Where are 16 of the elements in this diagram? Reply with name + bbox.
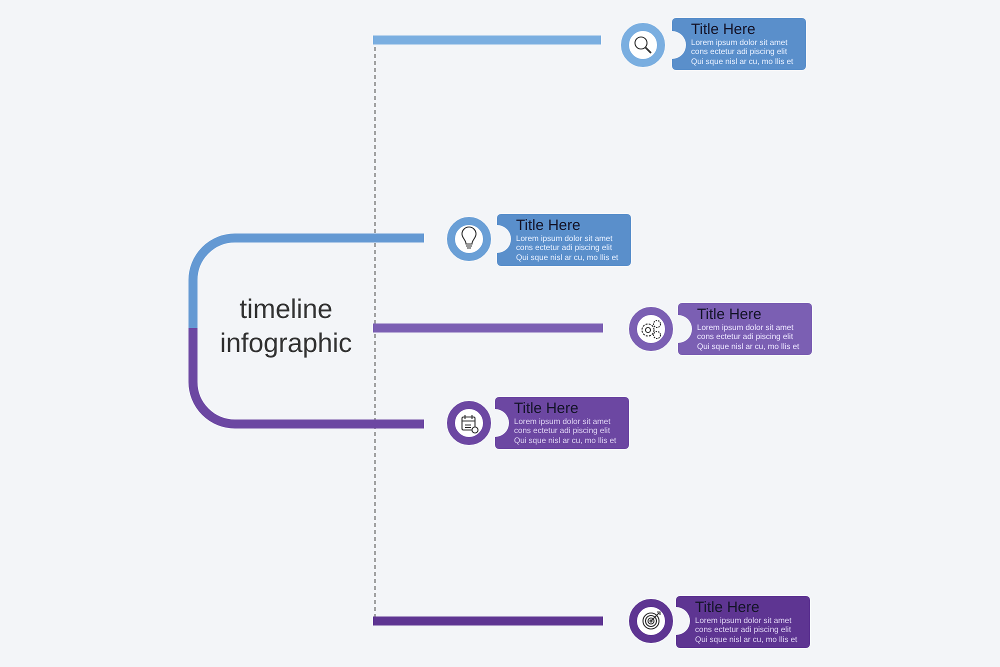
card-title: Title Here [514,400,580,417]
info-card [495,397,629,449]
info-card [497,214,631,266]
card-body-text: Lorem ipsum dolor sit amet cons ectetur adi piscing elit Qui sque nisl ar cu, mo llis et [516,234,620,262]
card-title: Title Here [697,306,762,323]
card-body-text: Lorem ipsum dolor sit amet cons ectetur adi piscing elit Qui sque nisl ar cu, mo llis et [691,38,794,66]
card-title: Title Here [516,217,582,234]
card-body-text: Lorem ipsum dolor sit amet cons ectetur adi piscing elit Qui sque nisl ar cu, mo llis et [695,616,798,644]
diagram-title: timeline infographic [218,293,354,360]
card-title: Title Here [695,599,760,616]
info-card [676,596,810,648]
info-card [678,303,812,355]
card-body-text: Lorem ipsum dolor sit amet cons ectetur adi piscing elit Qui sque nisl ar cu, mo llis et [697,323,800,351]
info-card [672,18,806,70]
card-body-text: Lorem ipsum dolor sit amet cons ectetur adi piscing elit Qui sque nisl ar cu, mo llis et [514,417,618,445]
card-title: Title Here [691,21,756,38]
